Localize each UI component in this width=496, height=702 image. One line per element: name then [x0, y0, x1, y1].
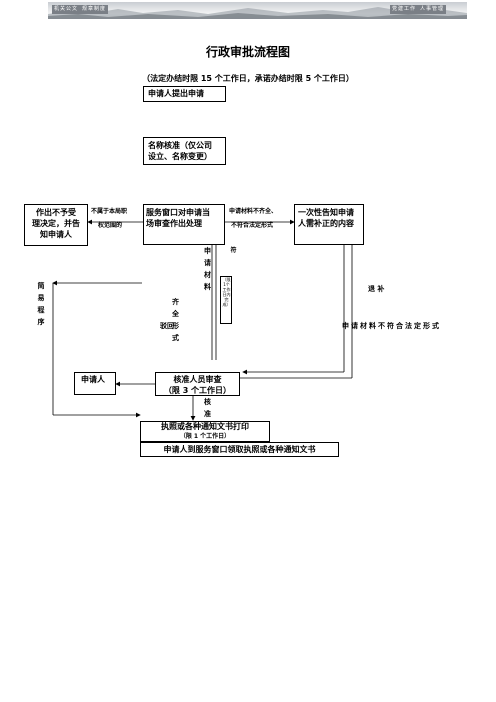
print-line-1: 执照或各种通知文书打印 [161, 422, 249, 431]
reject-line-3: 知申请人 [40, 230, 72, 239]
window-line-2: 场审查作出处理 [146, 219, 202, 228]
applicant-box: 申请人 [74, 372, 116, 395]
name-check-line-1: 名称核准（仅公司 [148, 141, 212, 150]
mountain-landscape-icon [48, 7, 467, 19]
reject-line-1: 作出不予受 [36, 208, 76, 217]
reject-line-2: 理决定，并告 [32, 219, 80, 228]
apply-label: 申请人提出申请 [148, 89, 204, 98]
collect-label: 申请人到服务窗口领取执照或各种通知文书 [163, 445, 316, 454]
not-legal-form-label: 申请材料不符合法定形式 [342, 322, 441, 330]
print-line-2: （限 1 个工作日） [179, 433, 231, 440]
incomplete-label-1: 申请材料不齐全、 [229, 208, 278, 215]
page-title: 行政审批流程图 [205, 45, 290, 59]
window-line-1: 服务窗口对申请当 [146, 208, 210, 217]
notify-line-1: 一次性告知申请 [298, 208, 354, 217]
notify-box: 一次性告知申请 人需补正的内容 [294, 204, 364, 245]
reject-box: 作出不予受 理决定，并告 知申请人 [24, 204, 88, 246]
header-tag: 人事管理 [418, 5, 447, 14]
form-word-label: 符 [230, 247, 237, 254]
complete-label-left: 申请材料 [204, 247, 211, 291]
name-check-box: 名称核准（仅公司 设立、名称变更） [143, 137, 226, 165]
return-supplement-label: 退 补 [368, 285, 385, 293]
complete-label-right: 齐全形式 [172, 298, 179, 342]
header-tag: 党建工作 [390, 5, 419, 14]
not-scope-label-1: 不属于本局职 [91, 208, 128, 215]
time-limit-bracket: （限1个工作日内完成） [220, 276, 232, 324]
reject-back-label: 驳回 [160, 322, 174, 330]
incomplete-label-2: 不符合法定形式 [231, 222, 274, 229]
review-box: 核准人员审查 （限 3 个工作日） [155, 372, 240, 396]
approve-label: 核准 [204, 398, 211, 418]
apply-box: 申请人提出申请 [143, 86, 226, 102]
time-limit-note: （限1个工作日内完成） [222, 277, 231, 307]
header-tag: 机关公文 [52, 5, 81, 14]
not-scope-label-2: 权范围的 [98, 222, 123, 229]
notify-line-2: 人需补正的内容 [298, 219, 354, 228]
print-box: 执照或各种通知文书打印 （限 1 个工作日） [140, 421, 270, 442]
collect-box: 申请人到服务窗口领取执照或各种通知文书 [140, 442, 339, 457]
applicant-label: 申请人 [81, 375, 105, 384]
review-line-2: （限 3 个工作日） [163, 386, 232, 395]
header-banner: 机关公文 规章制度 党建工作 人事管理 [48, 2, 467, 19]
header-tag: 规章制度 [80, 5, 109, 14]
window-review-box: 服务窗口对申请当 场审查作出处理 [143, 204, 225, 245]
page-subtitle: （法定办结时限 15 个工作日，承诺办结时限 5 个工作日） [142, 74, 354, 83]
review-line-1: 核准人员审查 [173, 375, 222, 384]
name-check-line-2: 设立、名称变更） [148, 152, 212, 161]
simple-procedure-label: 简易程序 [37, 282, 45, 326]
